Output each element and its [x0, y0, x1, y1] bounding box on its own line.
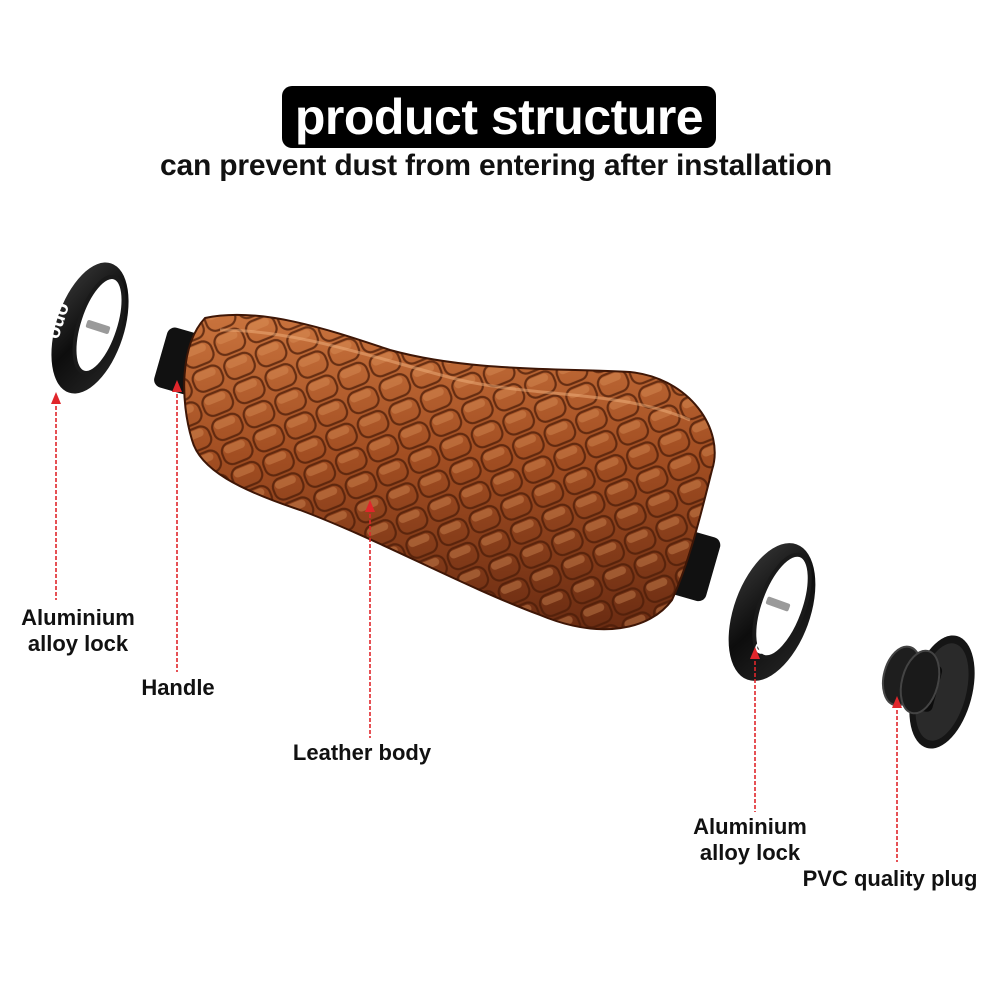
label-pvc-plug: PVC quality plug [802, 866, 978, 891]
label-left-lock: Aluminium alloy lock [12, 605, 144, 657]
label-handle: Handle [141, 675, 215, 700]
left-lock-ring: ouo [42, 262, 129, 394]
label-right-lock-line2: alloy lock [699, 840, 801, 865]
leather-body [183, 313, 716, 631]
page-title: product structure [294, 89, 704, 145]
right-lock-ring: ouo [728, 543, 816, 681]
label-left-lock-line1: Aluminium [21, 605, 135, 630]
pointer-lines [55, 388, 898, 862]
label-left-lock-line2: alloy lock [27, 631, 129, 656]
label-right-lock-line1: Aluminium [693, 814, 807, 839]
label-right-lock: Aluminium alloy lock [680, 814, 820, 866]
pointer-arrowheads [51, 380, 902, 708]
title-badge: product structure [282, 86, 716, 148]
page-subtitle: can prevent dust from entering after ins… [160, 149, 832, 182]
pvc-end-plug [881, 635, 975, 749]
label-leather-body: Leather body [292, 740, 432, 765]
